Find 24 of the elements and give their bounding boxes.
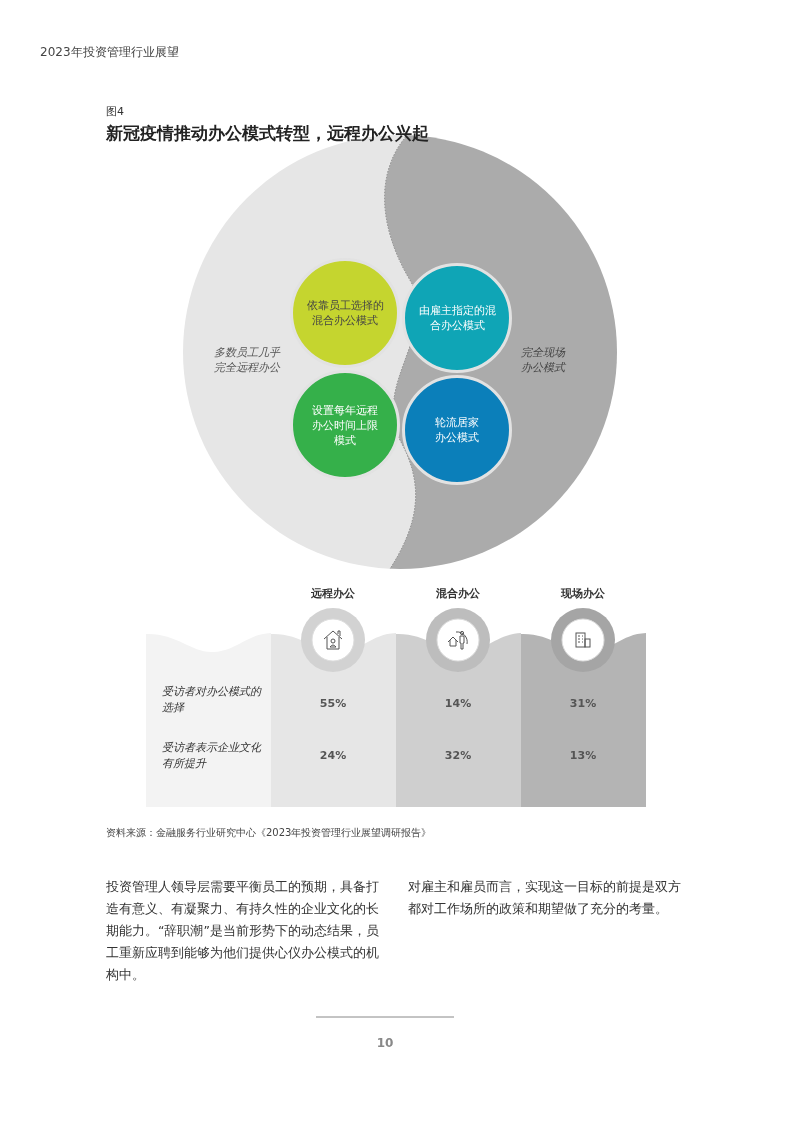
table-value: 31% — [568, 696, 598, 712]
table-value: 24% — [318, 748, 348, 764]
column-header: 混合办公 — [435, 586, 481, 602]
table-value: 14% — [443, 696, 473, 712]
source-note: 资料来源：金融服务行业研究中心《2023年投资管理行业展望调研报告》 — [106, 826, 433, 840]
running-header: 2023年投资管理行业展望 — [40, 44, 180, 60]
circle-label: 设置每年远程办公时间上限模式 — [311, 402, 379, 448]
circle-label: 轮流居家办公模式 — [434, 415, 480, 445]
table-value: 32% — [443, 748, 473, 764]
circle-label: 依靠员工选择的混合办公模式 — [305, 298, 385, 328]
table-value: 13% — [568, 748, 598, 764]
circle-label: 由雇主指定的混合办公模式 — [417, 303, 497, 333]
figure-number: 图4 — [106, 104, 125, 120]
body-paragraph: 投资管理人领导层需要平衡员工的预期，具备打造有意义、有凝聚力、有持久性的企业文化的长期能力。“辞职潮”是当前形势下的动态结果，员工重新应聘到能够为他们提供心仪办公模式的机构中。 — [106, 878, 380, 984]
column-header: 远程办公 — [310, 586, 356, 602]
band-label: 完全现场办公模式 — [520, 345, 567, 375]
table-value: 55% — [318, 696, 348, 712]
row-label: 受访者对办公模式的选择 — [162, 684, 262, 716]
column-header: 现场办公 — [560, 586, 606, 602]
page-number: 10 — [375, 1035, 395, 1051]
figure-title: 新冠疫情推动办公模式转型，远程办公兴起 — [106, 122, 429, 145]
row-label: 受访者表示企业文化有所提升 — [162, 740, 263, 772]
body-paragraph: 对雇主和雇员而言，实现这一目标的前提是双方都对工作场所的政策和期望做了充分的考量。 — [408, 878, 682, 918]
band-label: 多数员工几乎完全远程办公 — [213, 345, 282, 375]
